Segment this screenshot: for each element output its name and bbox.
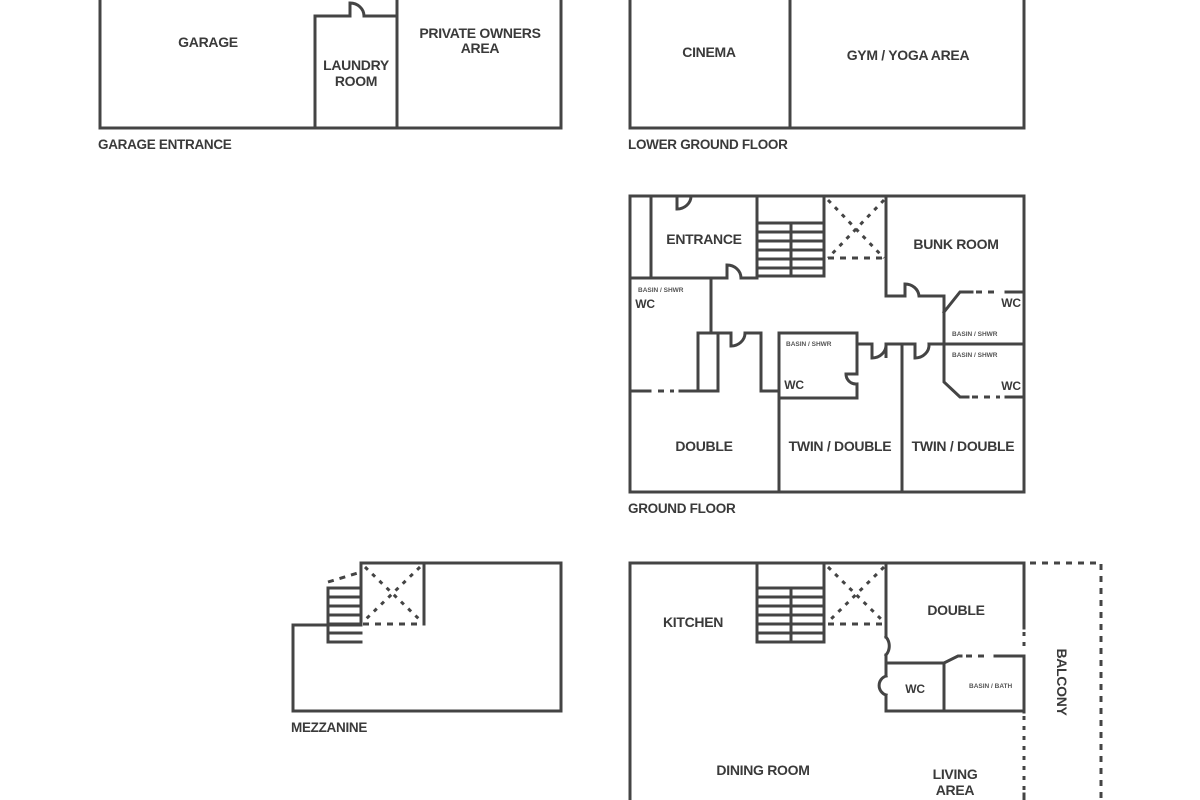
mezzanine-plan: MEZZANINE: [291, 561, 563, 735]
room-laundry-line1: LAUNDRY: [323, 57, 390, 73]
void-icon: [363, 565, 422, 622]
door-icon: [675, 194, 693, 211]
room-double: DOUBLE: [675, 438, 732, 454]
room-wc-right-bottom: WC: [1001, 379, 1021, 393]
void-icon: [826, 565, 886, 626]
room-owners-line1: PRIVATE OWNERS: [419, 25, 540, 41]
door-icon: [883, 634, 891, 658]
floor-title-lower-ground: LOWER GROUND FLOOR: [628, 137, 788, 152]
room-cinema: CINEMA: [682, 44, 736, 60]
stairs-icon: [755, 561, 826, 644]
room-laundry-line2: ROOM: [335, 73, 377, 89]
void-icon: [826, 198, 886, 260]
door-icon: [725, 263, 743, 280]
room-bunk: BUNK ROOM: [913, 236, 998, 252]
room-wc-mid: WC: [784, 378, 804, 392]
room-kitchen: KITCHEN: [663, 614, 723, 630]
room-garage: GARAGE: [178, 34, 238, 50]
room-twin-1: TWIN / DOUBLE: [789, 438, 892, 454]
floor-title-ground: GROUND FLOOR: [628, 501, 736, 516]
room-wc-right-top: WC: [1001, 296, 1021, 310]
room-wc: WC: [905, 682, 925, 696]
room-living-line2: AREA: [936, 782, 975, 798]
room-balcony: BALCONY: [1054, 648, 1070, 716]
room-gym: GYM / YOGA AREA: [847, 47, 970, 63]
label-basin-right-top: BASIN / SHWR: [952, 331, 998, 338]
lower-ground-plan: CINEMA GYM / YOGA AREA LOWER GROUND FLOO…: [628, 0, 1026, 152]
label-basin-mid: BASIN / SHWR: [786, 341, 832, 348]
stairs-icon: [755, 194, 826, 278]
label-basin-left: BASIN / SHWR: [638, 287, 684, 294]
door-icon: [877, 674, 888, 697]
label-basin-bath: BASIN / BATH: [969, 683, 1013, 690]
room-double: DOUBLE: [927, 602, 984, 618]
ground-floor-plan: ENTRANCE BUNK ROOM BASIN / SHWR WC BASIN…: [628, 194, 1026, 516]
stairs-icon: [326, 570, 363, 644]
door-icon: [348, 1, 366, 18]
room-twin-2: TWIN / DOUBLE: [912, 438, 1015, 454]
floor-title-garage-entrance: GARAGE ENTRANCE: [98, 137, 232, 152]
room-owners-line2: AREA: [461, 40, 500, 56]
room-living-line1: LIVING: [933, 766, 978, 782]
floor-title-mezzanine: MEZZANINE: [291, 720, 367, 735]
room-wc-left: WC: [635, 297, 655, 311]
room-dining: DINING ROOM: [716, 762, 809, 778]
first-floor-plan: KITCHEN DOUBLE WC BASIN / BATH BALCONY D…: [628, 561, 1103, 800]
label-basin-right-bottom: BASIN / SHWR: [952, 352, 998, 359]
room-entrance: ENTRANCE: [666, 231, 741, 247]
garage-entrance-plan: GARAGE LAUNDRY ROOM PRIVATE OWNERS AREA …: [98, 0, 563, 152]
